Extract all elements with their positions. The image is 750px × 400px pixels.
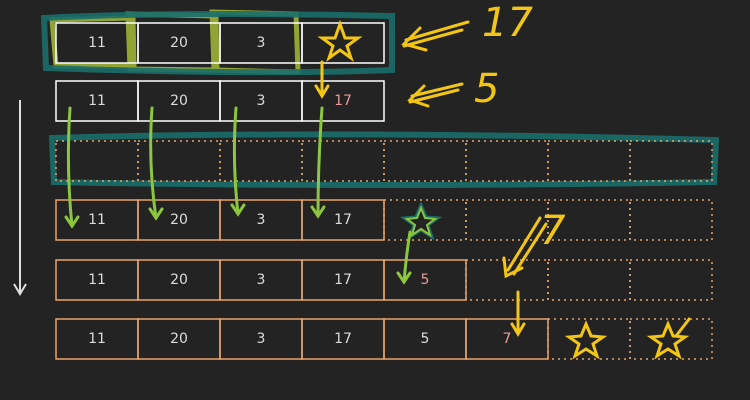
cell-value: 11	[88, 212, 106, 228]
green-arrow-head	[148, 207, 164, 221]
array-row-1: 11 20 3	[55, 22, 385, 64]
cell-value: 7	[503, 331, 512, 347]
cell-value: 11	[88, 93, 106, 109]
green-arrow-head	[310, 205, 326, 219]
empty-slot	[547, 259, 631, 301]
star-icon	[564, 320, 608, 360]
star-icon	[317, 19, 363, 62]
cell-value: 20	[170, 212, 188, 228]
label-second: 5	[474, 66, 499, 112]
arrow-icon	[502, 216, 548, 279]
cell-value: 3	[257, 212, 266, 228]
array-row-6: 11 20 3 17 5 7	[55, 318, 713, 360]
empty-slot	[383, 140, 467, 182]
array-row-5: 11 20 3 17 5	[55, 259, 713, 301]
green-arrow	[402, 230, 412, 284]
cell-value: 11	[88, 272, 106, 288]
empty-slot	[629, 259, 713, 301]
arrow-icon	[407, 82, 464, 108]
empty-slot	[547, 318, 631, 360]
green-arrow	[316, 106, 324, 218]
green-arrow	[66, 106, 74, 228]
empty-slot	[629, 140, 713, 182]
green-arrow	[232, 106, 240, 216]
cell-value: 5	[421, 331, 430, 347]
empty-slot	[465, 259, 549, 301]
arrow-icon	[314, 60, 330, 99]
rows-layer: 11 20 3 11 20 3 17 11 20 3 17 11 20 3 17 5 11 20 3 17 5 7	[55, 22, 713, 360]
empty-slot	[629, 318, 713, 360]
cell-value: 5	[421, 272, 430, 288]
empty-slot	[465, 140, 549, 182]
cell-value: 20	[170, 272, 188, 288]
arrow-icon	[401, 20, 470, 52]
label-top: 17	[482, 0, 533, 46]
green-arrows	[64, 106, 412, 285]
cell-value: 17	[334, 93, 352, 109]
empty-slot	[301, 140, 385, 182]
array-row-4: 11 20 3 17	[55, 199, 713, 241]
star-icon	[646, 317, 692, 360]
star-icon	[399, 201, 443, 241]
green-arrow-head	[396, 271, 412, 285]
cell-value: 17	[334, 212, 352, 228]
cell-value: 3	[257, 35, 266, 51]
cell-value: 11	[88, 35, 106, 51]
cell-value: 20	[170, 93, 188, 109]
cell-value: 17	[334, 331, 352, 347]
cell-value: 3	[257, 272, 266, 288]
down-arrow-icon	[13, 100, 27, 296]
empty-slot	[629, 199, 713, 241]
empty-slot	[219, 140, 303, 182]
empty-slot	[465, 199, 549, 241]
cell-value: 3	[257, 331, 266, 347]
arrow-icon	[510, 290, 526, 337]
cell-value: 17	[334, 272, 352, 288]
green-arrow	[149, 106, 158, 220]
cell-value: 20	[170, 331, 188, 347]
teal-highlight-row-1	[40, 11, 395, 76]
cell-value: 11	[88, 331, 106, 347]
green-arrow-head	[64, 215, 80, 229]
green-arrow-head	[230, 203, 246, 217]
teal-highlight-empty-row	[48, 131, 720, 188]
array-cell	[301, 80, 385, 122]
array-cell	[301, 22, 385, 64]
cell-value: 20	[170, 35, 188, 51]
cell-value: 3	[257, 93, 266, 109]
label-orange: 7	[540, 208, 566, 254]
empty-slot	[547, 140, 631, 182]
array-row-2: 11 20 3 17	[55, 80, 385, 122]
array-row-3	[55, 140, 713, 182]
